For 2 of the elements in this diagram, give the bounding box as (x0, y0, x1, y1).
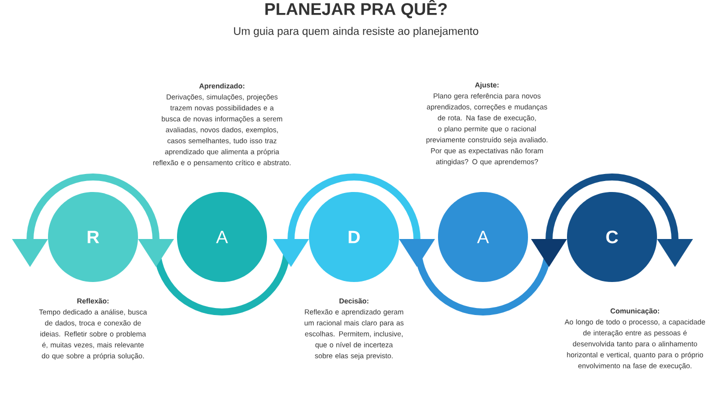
title: PLANEJAR PRA QUÊ? (265, 0, 447, 18)
subtitle: Um guia para quem ainda resiste ao planejamento (234, 26, 478, 38)
